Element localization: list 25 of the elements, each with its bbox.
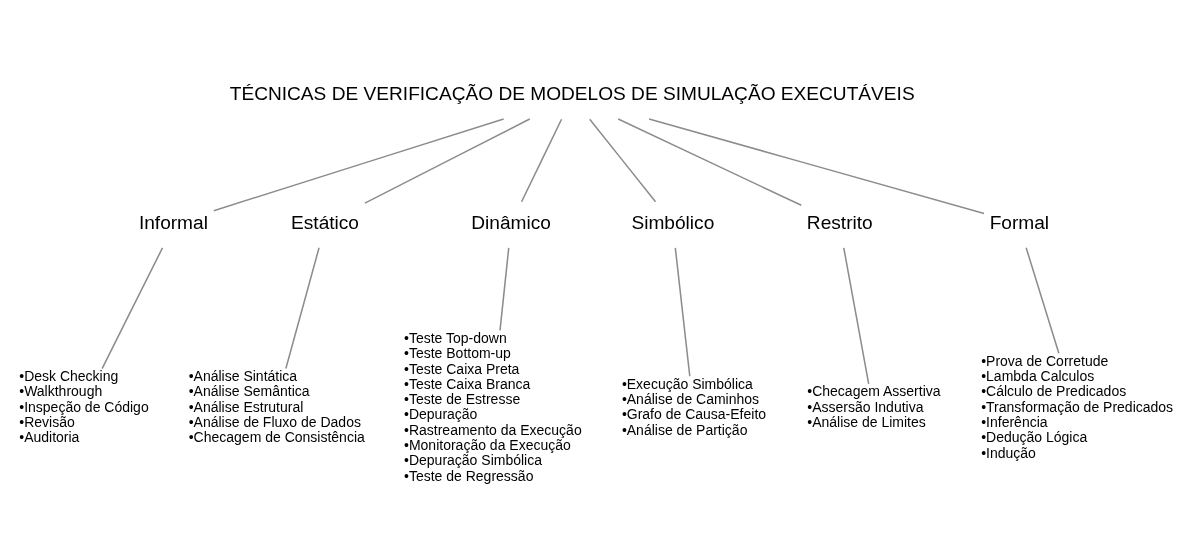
connector <box>617 117 803 206</box>
connector <box>213 117 505 211</box>
node-text: •Desk Checking •Walkthrough •Inspeção de Código •Revisão •Auditoria <box>19 367 149 445</box>
node-text: •Checagem Assertiva •Assersão Indutiva •Análise de Limites <box>807 382 941 430</box>
connector <box>1025 246 1060 354</box>
connector <box>588 118 657 202</box>
connector <box>520 118 563 202</box>
node-text: Estático <box>291 211 360 233</box>
connector <box>285 246 320 369</box>
connector <box>499 246 510 331</box>
node-text: Formal <box>989 211 1050 233</box>
connector <box>648 117 985 214</box>
connector <box>364 117 531 204</box>
node-text: Simbólico <box>631 211 715 233</box>
node-text: TÉCNICAS DE VERIFICAÇÃO DE MODELOS DE SIMULAÇÃO EXECUTÁVEIS <box>229 82 915 104</box>
node-text: Dinâmico <box>471 211 551 233</box>
connector <box>674 246 691 377</box>
node-text: •Teste Top-down •Teste Bottom-up •Teste Caixa Preta •Teste Caixa Branca •Teste de Estresse •Depuração •Rastreamento da Execução •Monitoração da Execução •Depuração Simbólica •Teste de Regressão <box>404 329 582 484</box>
node-text: •Execução Simbólica •Análise de Caminhos •Grafo de Causa-Efeito •Análise de Partição <box>621 375 767 438</box>
node-text: •Prova de Corretude •Lambda Calculos •Cálculo de Predicados •Transformação de Predicados •Inferência •Dedução Lógica •Indução <box>981 352 1174 461</box>
node-text: Restrito <box>806 211 873 233</box>
connector <box>101 246 164 369</box>
node-text: Informal <box>138 211 208 233</box>
connector <box>843 246 870 385</box>
node-text: •Análise Sintática •Análise Semântica •Análise Estrutural •Análise de Fluxo de Dados •Checagem de Consistência <box>188 367 365 445</box>
